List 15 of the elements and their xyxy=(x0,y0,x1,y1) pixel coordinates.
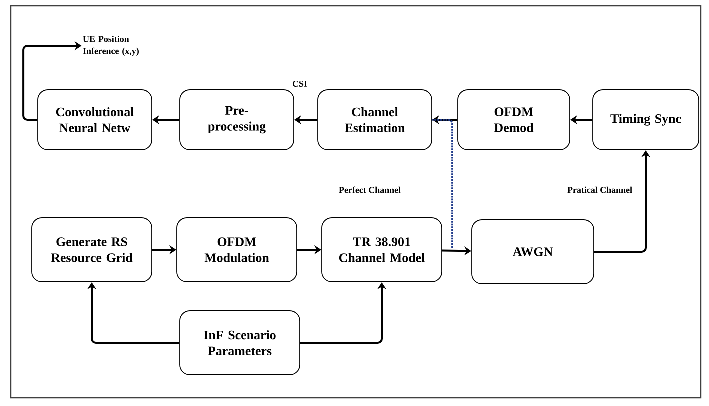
process-box: Pre- processing xyxy=(180,90,294,150)
annotation-label: Pratical Channel xyxy=(568,186,632,194)
process-box: OFDM Modulation xyxy=(176,218,298,282)
process-box: Channel Estimation xyxy=(318,90,432,150)
output-label: UE Position Inference (x,y) xyxy=(83,36,139,56)
annotation-label: CSI xyxy=(292,81,308,88)
process-box: Generate RS Resource Grid xyxy=(32,218,152,282)
process-box: OFDM Demod xyxy=(458,90,570,150)
process-box: Timing Sync xyxy=(592,90,700,150)
process-box: TR 38.901 Channel Model xyxy=(322,218,442,282)
annotation-label: Perfect Channel xyxy=(339,186,401,194)
dotted-line xyxy=(432,119,454,248)
process-box: AWGN xyxy=(472,220,594,284)
process-box: Convolutional Neural Netw xyxy=(38,90,152,150)
process-box: InF Scenario Parameters xyxy=(180,310,300,376)
